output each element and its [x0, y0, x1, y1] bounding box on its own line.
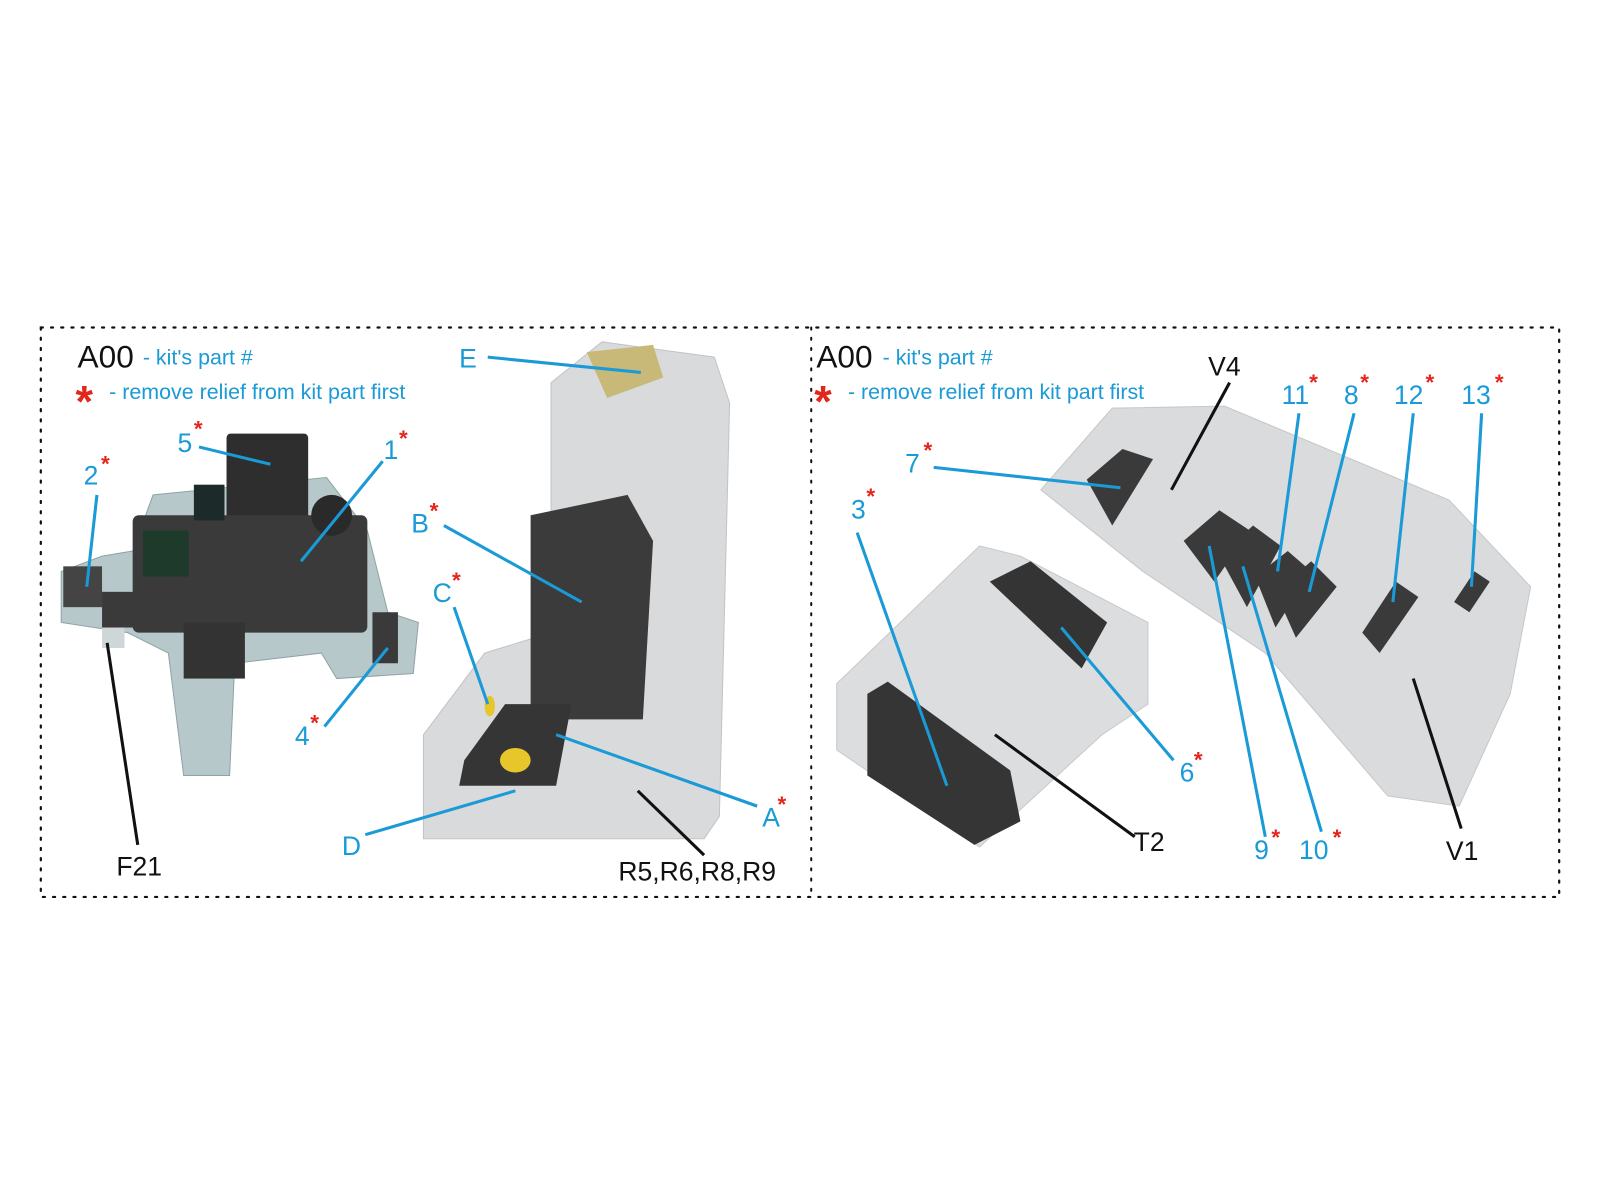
kit-part-V4: V4: [1208, 352, 1240, 382]
console-part-image: [1040, 405, 1532, 807]
asterisk-2: *: [101, 451, 110, 476]
asterisk-C: *: [452, 568, 461, 593]
callout-9: 9: [1254, 835, 1269, 865]
callout-A: A: [762, 803, 780, 833]
asterisk-5: *: [194, 417, 203, 442]
callout-7: 7: [905, 448, 920, 478]
kit-part-V1: V1: [1446, 836, 1478, 866]
asterisk-A: *: [778, 792, 787, 817]
legend-asterisk: *: [76, 375, 94, 426]
callout-6: 6: [1180, 758, 1195, 788]
callout-4: 4: [295, 721, 310, 751]
callout-D: D: [342, 831, 361, 861]
callout-B: B: [411, 509, 429, 539]
callout-C: C: [433, 578, 452, 608]
callout-8: 8: [1344, 380, 1359, 410]
asterisk-8: *: [1360, 370, 1369, 395]
ejection-seat-image: [422, 341, 731, 840]
asterisk-7: *: [923, 438, 932, 463]
callout-1: 1: [384, 435, 399, 465]
callout-13: 13: [1461, 380, 1491, 410]
legend-part-code: A00: [78, 338, 134, 374]
legend-asterisk-desc-right: - remove relief from kit part first: [848, 380, 1144, 404]
asterisk-9: *: [1271, 825, 1280, 850]
kit-part-F21: F21: [116, 852, 162, 882]
frame-border: [39, 326, 1561, 899]
legend-part-code-right: A00: [816, 338, 872, 374]
asterisk-12: *: [1426, 370, 1435, 395]
callout-11: 11: [1282, 380, 1310, 410]
tub-part-image: [836, 545, 1149, 848]
asterisk-3: *: [866, 484, 875, 509]
kit-part-R5-R9: R5,R6,R8,R9: [618, 857, 776, 887]
asterisk-1: *: [399, 426, 408, 451]
asterisk-B: *: [430, 498, 439, 523]
asterisk-13: *: [1495, 370, 1504, 395]
leader-lines: [85, 355, 1484, 857]
legend-part-code-desc-right: - kit's part #: [883, 345, 993, 369]
callout-5: 5: [178, 428, 193, 458]
callout-10: 10: [1299, 835, 1329, 865]
asterisk-11: *: [1309, 370, 1318, 395]
callout-12: 12: [1394, 380, 1424, 410]
asterisk-6: *: [1194, 747, 1203, 772]
callout-3: 3: [851, 494, 866, 524]
kit-part-T2: T2: [1134, 827, 1165, 857]
callout-2: 2: [84, 461, 99, 491]
legend-asterisk-desc: - remove relief from kit part first: [109, 380, 405, 404]
instrument-panel-image: [60, 433, 419, 777]
callout-E: E: [459, 343, 477, 373]
asterisk-4: *: [310, 711, 319, 736]
asterisk-10: *: [1333, 825, 1342, 850]
legend-asterisk-right: *: [814, 375, 832, 426]
legend-part-code-desc: - kit's part #: [143, 345, 253, 369]
